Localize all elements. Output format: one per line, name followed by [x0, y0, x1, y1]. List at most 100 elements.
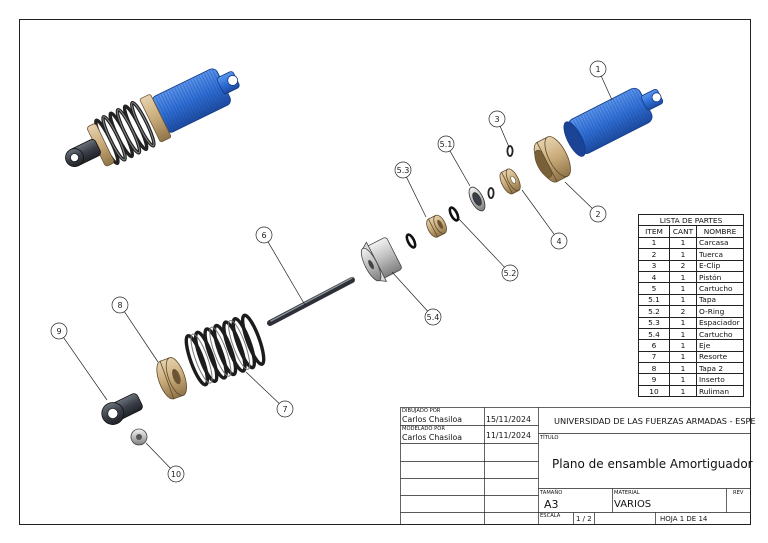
callout-number: 9: [56, 327, 61, 336]
material-label: MATERIAL: [614, 490, 640, 496]
scale-value: 1 / 2: [576, 515, 592, 523]
material-value: VARIOS: [614, 499, 652, 510]
callout-balloon: [501, 264, 519, 282]
part-cartucho: [360, 237, 402, 282]
parts-cell-cant: 1: [669, 362, 697, 375]
parts-cell-nombre: Tuerca: [696, 248, 744, 261]
callout-leader: [245, 371, 280, 404]
part-carcasa: [563, 87, 664, 157]
size-value: A3: [544, 498, 559, 511]
parts-cell-cant: 1: [669, 236, 697, 250]
callout-number: 3: [494, 115, 499, 124]
parts-cell-cant: 2: [669, 259, 697, 272]
callout-number: 7: [282, 405, 287, 414]
callout-number: 2: [595, 210, 600, 219]
parts-cell-cant: 1: [669, 350, 697, 364]
modeled-date-value: 11/11/2024: [486, 431, 531, 440]
callout-balloon: [50, 322, 68, 340]
callout-leader: [600, 76, 613, 101]
title-label: TÍTULO: [540, 435, 559, 441]
parts-cell-nombre: Pistón: [696, 270, 744, 284]
modeled-by-value: Carlos Chasiloa: [402, 433, 463, 442]
parts-cell-cant: 1: [669, 339, 697, 352]
parts-cell-nombre: O-Ring: [696, 305, 744, 318]
parts-cell-item: 2: [638, 248, 670, 261]
callout-balloon: [276, 400, 294, 418]
parts-cell-nombre: Espaciador: [696, 316, 744, 329]
callout-number: 8: [117, 301, 122, 310]
part-e-clip: [487, 145, 514, 199]
callout-balloon: [167, 465, 185, 483]
parts-cell-item: 7: [638, 350, 670, 364]
part-ruliman: [130, 428, 148, 446]
part-resorte: [184, 313, 266, 387]
callout-number: 1: [595, 65, 600, 74]
parts-header-nombre: NOMBRE: [696, 225, 744, 238]
callout-leader: [449, 150, 471, 187]
parts-cell-cant: 1: [669, 373, 697, 386]
callout-leader: [457, 217, 505, 268]
parts-cell-item: 6: [638, 339, 670, 352]
callout-leader: [499, 126, 510, 148]
callout-number: 5.1: [440, 140, 453, 149]
callout-number: 6: [261, 231, 266, 240]
callout-leader: [124, 311, 159, 363]
part-eje: [267, 277, 355, 326]
institution-name: UNIVERSIDAD DE LAS FUERZAS ARMADAS - ESP…: [554, 416, 756, 426]
callout-balloon: [488, 110, 506, 128]
parts-cell-cant: 1: [669, 282, 697, 295]
callout-leader: [63, 337, 108, 401]
parts-cell-item: 5.3: [638, 316, 670, 329]
callout-balloon: [550, 232, 568, 250]
parts-cell-nombre: Cartucho: [696, 327, 744, 341]
drawing-title: Plano de ensamble Amortiguador: [552, 457, 753, 471]
parts-cell-cant: 1: [669, 384, 697, 398]
parts-cell-nombre: Cartucho: [696, 282, 744, 295]
parts-cell-item: 5.1: [638, 293, 670, 307]
parts-cell-cant: 1: [669, 248, 697, 261]
part-o-ring: [405, 206, 460, 249]
part-tapa: [468, 186, 486, 212]
parts-cell-cant: 1: [669, 293, 697, 307]
title-block-grid: [400, 407, 751, 525]
callout-leader: [267, 241, 306, 306]
callout-balloon: [255, 226, 273, 244]
parts-cell-nombre: Eje: [696, 339, 744, 352]
parts-cell-cant: 1: [669, 327, 697, 341]
parts-cell-item: 1: [638, 236, 670, 250]
parts-cell-item: 9: [638, 373, 670, 386]
parts-cell-cant: 1: [669, 270, 697, 284]
part-inserto: [101, 393, 143, 425]
callout-balloon: [394, 161, 412, 179]
callout-leader: [521, 189, 555, 235]
parts-cell-item: 5.4: [638, 327, 670, 341]
callout-balloon: [437, 135, 455, 153]
assembled-shock-view: [65, 68, 240, 167]
scale-label: ESCALA: [540, 513, 561, 519]
parts-cell-cant: 1: [669, 316, 697, 329]
callout-leader: [406, 177, 427, 218]
callout-number: 5.4: [427, 313, 440, 322]
callout-number: 4: [556, 237, 561, 246]
parts-cell-nombre: Ruliman: [696, 384, 744, 398]
callout-balloon: [589, 60, 607, 78]
parts-cell-nombre: Inserto: [696, 373, 744, 386]
callout-number: 10: [171, 470, 181, 479]
sheet-number: HOJA 1 DE 14: [660, 515, 708, 523]
drawn-by-value: Carlos Chasiloa: [402, 415, 463, 424]
parts-cell-nombre: Carcasa: [696, 236, 744, 250]
parts-cell-item: 5.2: [638, 305, 670, 318]
part-piston: [499, 168, 521, 195]
parts-cell-item: 10: [638, 384, 670, 398]
callout-leader: [564, 181, 593, 209]
